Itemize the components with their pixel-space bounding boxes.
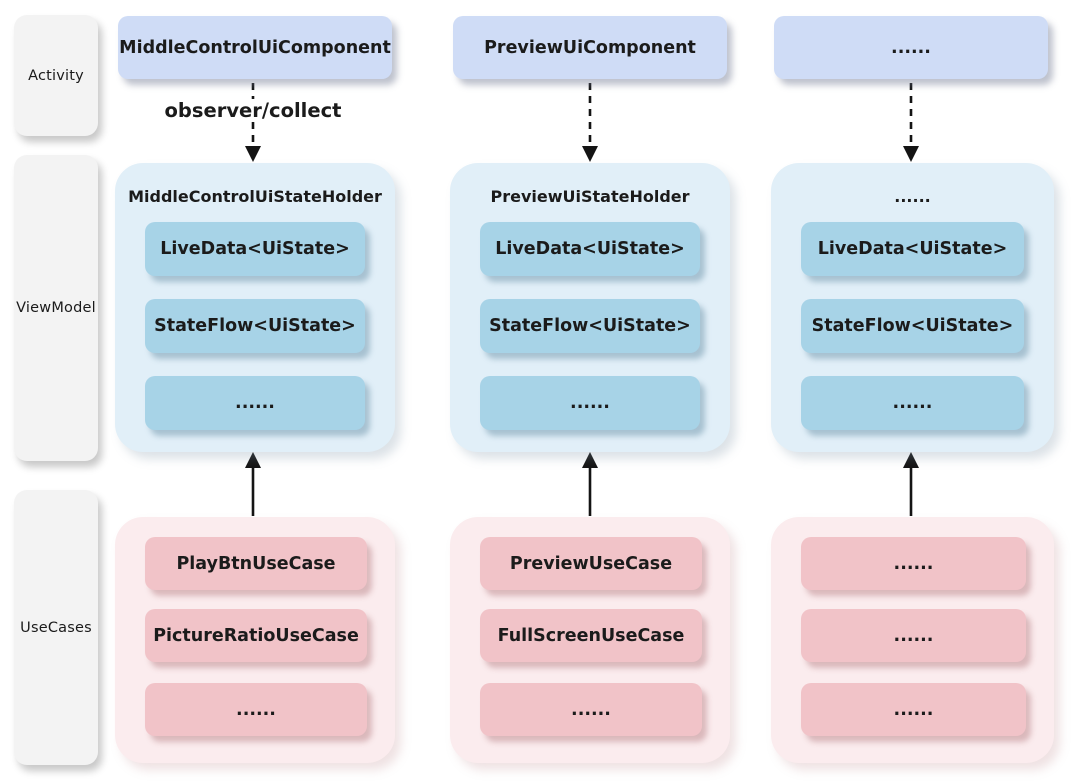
usecase-box: ...... <box>801 609 1026 662</box>
usecase-box: ...... <box>145 683 367 736</box>
usecase-arrow-col1-head <box>245 452 261 468</box>
usecase-arrow-col2-head <box>582 452 598 468</box>
state-item-box: LiveData<UiState> <box>480 222 700 276</box>
state-holder-title-1: MiddleControlUiStateHolder <box>128 187 382 206</box>
usecase-box: ...... <box>480 683 702 736</box>
observe-arrow-col3-head <box>903 146 919 162</box>
usecases-container-3: ...... ...... ...... <box>771 517 1054 763</box>
state-holder-container-2: PreviewUiStateHolder LiveData<UiState> S… <box>450 163 730 452</box>
layer-label-activity: Activity <box>14 15 98 136</box>
state-item-box: StateFlow<UiState> <box>480 299 700 353</box>
layer-label-usecases-text: UseCases <box>20 619 92 636</box>
state-holder-container-3: ...... LiveData<UiState> StateFlow<UiSta… <box>771 163 1054 452</box>
state-item-box: StateFlow<UiState> <box>145 299 365 353</box>
state-holder-title-3: ...... <box>894 187 931 206</box>
usecase-box: ...... <box>801 537 1026 590</box>
layer-label-viewmodel-text: ViewModel <box>16 300 96 316</box>
usecase-box: PictureRatioUseCase <box>145 609 367 662</box>
state-item-box: ...... <box>480 376 700 430</box>
layer-label-activity-text: Activity <box>28 67 84 84</box>
layer-label-viewmodel: ViewModel <box>14 155 98 461</box>
state-holder-container-1: MiddleControlUiStateHolder LiveData<UiSt… <box>115 163 395 452</box>
usecase-box: FullScreenUseCase <box>480 609 702 662</box>
state-item-box: LiveData<UiState> <box>145 222 365 276</box>
state-item-box: ...... <box>145 376 365 430</box>
usecase-box: ...... <box>801 683 1026 736</box>
state-item-box: LiveData<UiState> <box>801 222 1024 276</box>
usecase-box: PlayBtnUseCase <box>145 537 367 590</box>
usecases-container-2: PreviewUseCase FullScreenUseCase ...... <box>450 517 730 763</box>
activity-component-box-2: PreviewUiComponent <box>453 16 727 79</box>
usecase-arrow-col3-head <box>903 452 919 468</box>
observer-collect-label: observer/collect <box>158 99 348 122</box>
activity-component-box-3: ...... <box>774 16 1048 79</box>
state-item-box: StateFlow<UiState> <box>801 299 1024 353</box>
observe-arrow-col1-head <box>245 146 261 162</box>
state-item-box: ...... <box>801 376 1024 430</box>
observe-arrow-col2-head <box>582 146 598 162</box>
usecase-box: PreviewUseCase <box>480 537 702 590</box>
activity-component-box-1: MiddleControlUiComponent <box>118 16 392 79</box>
state-holder-title-2: PreviewUiStateHolder <box>490 187 690 206</box>
usecases-container-1: PlayBtnUseCase PictureRatioUseCase .....… <box>115 517 395 763</box>
layer-label-usecases: UseCases <box>14 490 98 765</box>
